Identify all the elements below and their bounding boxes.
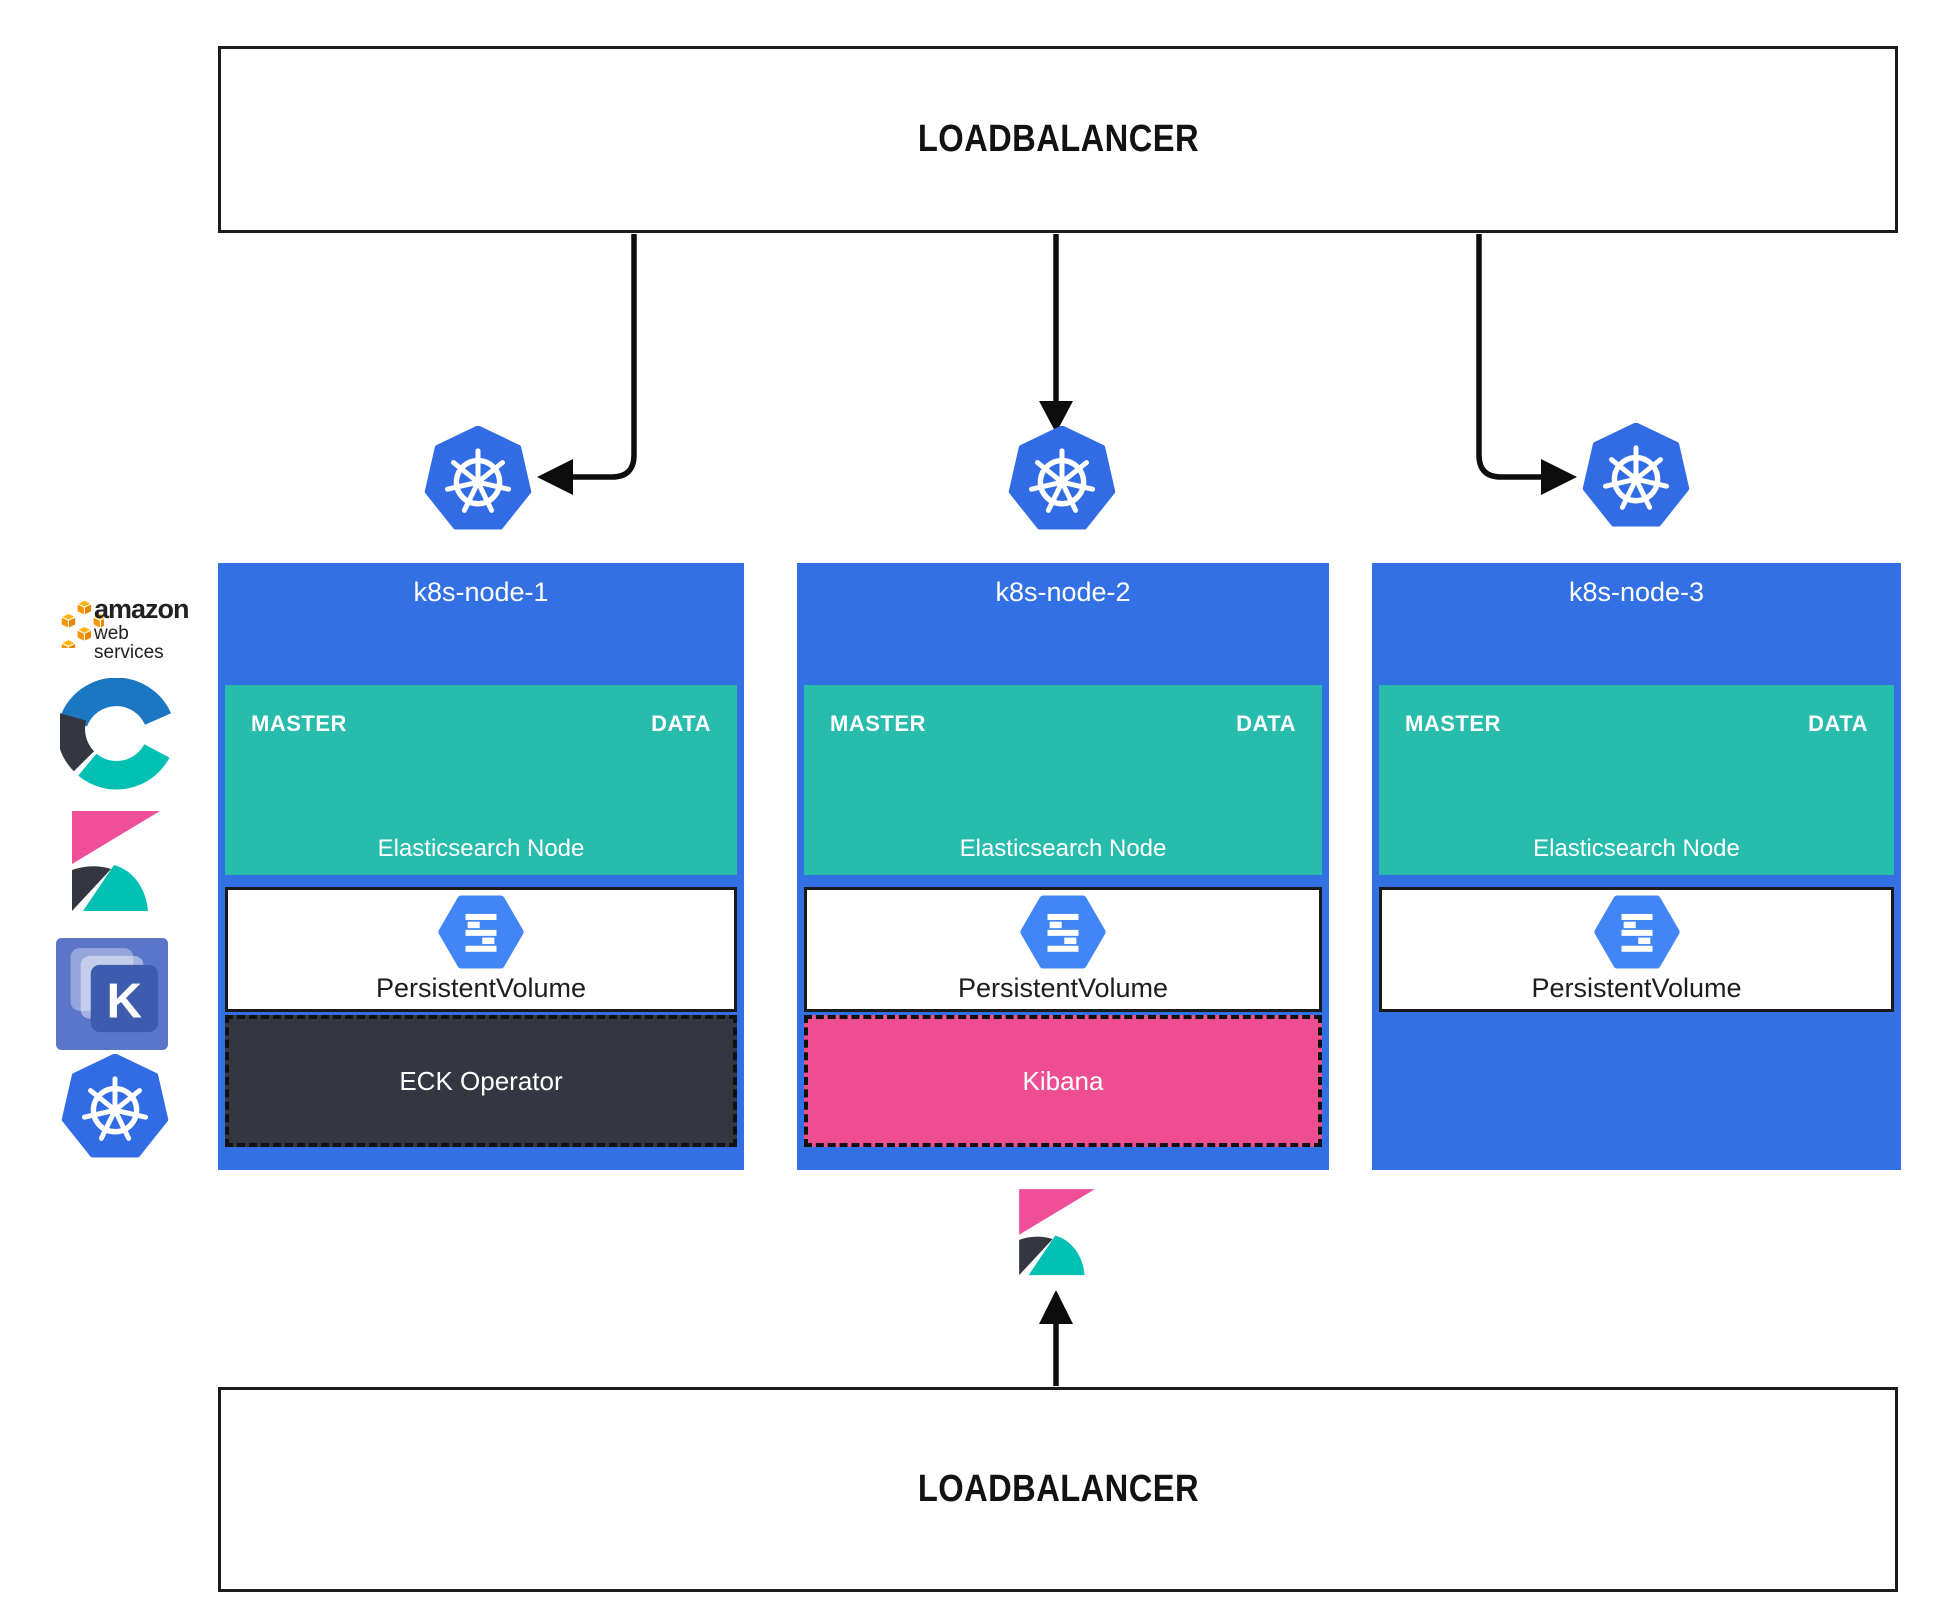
arrowhead-node3 [1541, 459, 1577, 495]
master-role-label: MASTER [251, 711, 347, 736]
elasticsearch-icon [1020, 893, 1106, 971]
elasticsearch-node-box: MASTER DATA Elasticsearch Node [1379, 685, 1894, 875]
node-title: k8s-node-2 [995, 577, 1131, 607]
aws-logo: amazon web services [46, 588, 198, 662]
arrowhead-node1 [537, 459, 573, 495]
data-role-label: DATA [1236, 711, 1296, 736]
kibana-icon [66, 806, 166, 918]
elasticsearch-node-box: MASTER DATA Elasticsearch Node [804, 685, 1322, 875]
k8s-node-3-box: k8s-node-3 MASTER DATA Elasticsearch Nod… [1372, 563, 1901, 1170]
persistent-volume-label: PersistentVolume [1531, 973, 1742, 1003]
eck-operator-label: ECK Operator [399, 1065, 563, 1096]
node-title: k8s-node-1 [413, 577, 549, 607]
arrow-lb-to-node1 [570, 234, 637, 480]
master-role-label: MASTER [830, 711, 926, 736]
kibana-icon [1014, 1178, 1100, 1288]
bottom-loadbalancer-label: LOADBALANCER [917, 1468, 1199, 1510]
top-loadbalancer-box: LOADBALANCER [218, 46, 1898, 233]
k8s-node-2-box: k8s-node-2 MASTER DATA Elasticsearch Nod… [797, 563, 1329, 1170]
arrowhead-kibana [1039, 1290, 1073, 1324]
kibana-label: Kibana [1022, 1065, 1104, 1096]
elasticsearch-icon [1594, 893, 1680, 971]
persistent-volume-box: PersistentVolume [804, 887, 1322, 1012]
elastic-cloud-icon [60, 678, 174, 792]
kustomize-letter: K [107, 974, 143, 1029]
bottom-loadbalancer-box: LOADBALANCER [218, 1387, 1898, 1592]
kubernetes-icon [424, 426, 532, 534]
aws-wordmark: amazon [94, 594, 190, 624]
elasticsearch-node-label: Elasticsearch Node [377, 835, 585, 862]
data-role-label: DATA [1808, 711, 1868, 736]
aws-subtext: web services [94, 623, 164, 663]
kustomize-icon: K [56, 938, 168, 1050]
kibana-box: Kibana [804, 1015, 1322, 1147]
elasticsearch-node-box: MASTER DATA Elasticsearch Node [225, 685, 737, 875]
elasticsearch-icon [438, 893, 524, 971]
kubernetes-icon [1582, 423, 1690, 531]
persistent-volume-label: PersistentVolume [375, 973, 587, 1003]
arrow-lb-to-node3 [1476, 234, 1543, 480]
persistent-volume-label: PersistentVolume [957, 973, 1169, 1003]
kubernetes-icon [1008, 426, 1116, 534]
elasticsearch-node-label: Elasticsearch Node [1533, 835, 1740, 862]
top-loadbalancer-label: LOADBALANCER [917, 118, 1199, 160]
data-role-label: DATA [651, 711, 711, 736]
eck-operator-box: ECK Operator [225, 1015, 737, 1147]
persistent-volume-box: PersistentVolume [1379, 887, 1894, 1012]
persistent-volume-box: PersistentVolume [225, 887, 737, 1012]
elasticsearch-node-label: Elasticsearch Node [959, 835, 1167, 862]
k8s-node-1-box: k8s-node-1 MASTER DATA Elasticsearch Nod… [218, 563, 744, 1170]
kubernetes-icon [60, 1054, 170, 1162]
master-role-label: MASTER [1405, 711, 1501, 736]
node-title: k8s-node-3 [1568, 577, 1705, 607]
